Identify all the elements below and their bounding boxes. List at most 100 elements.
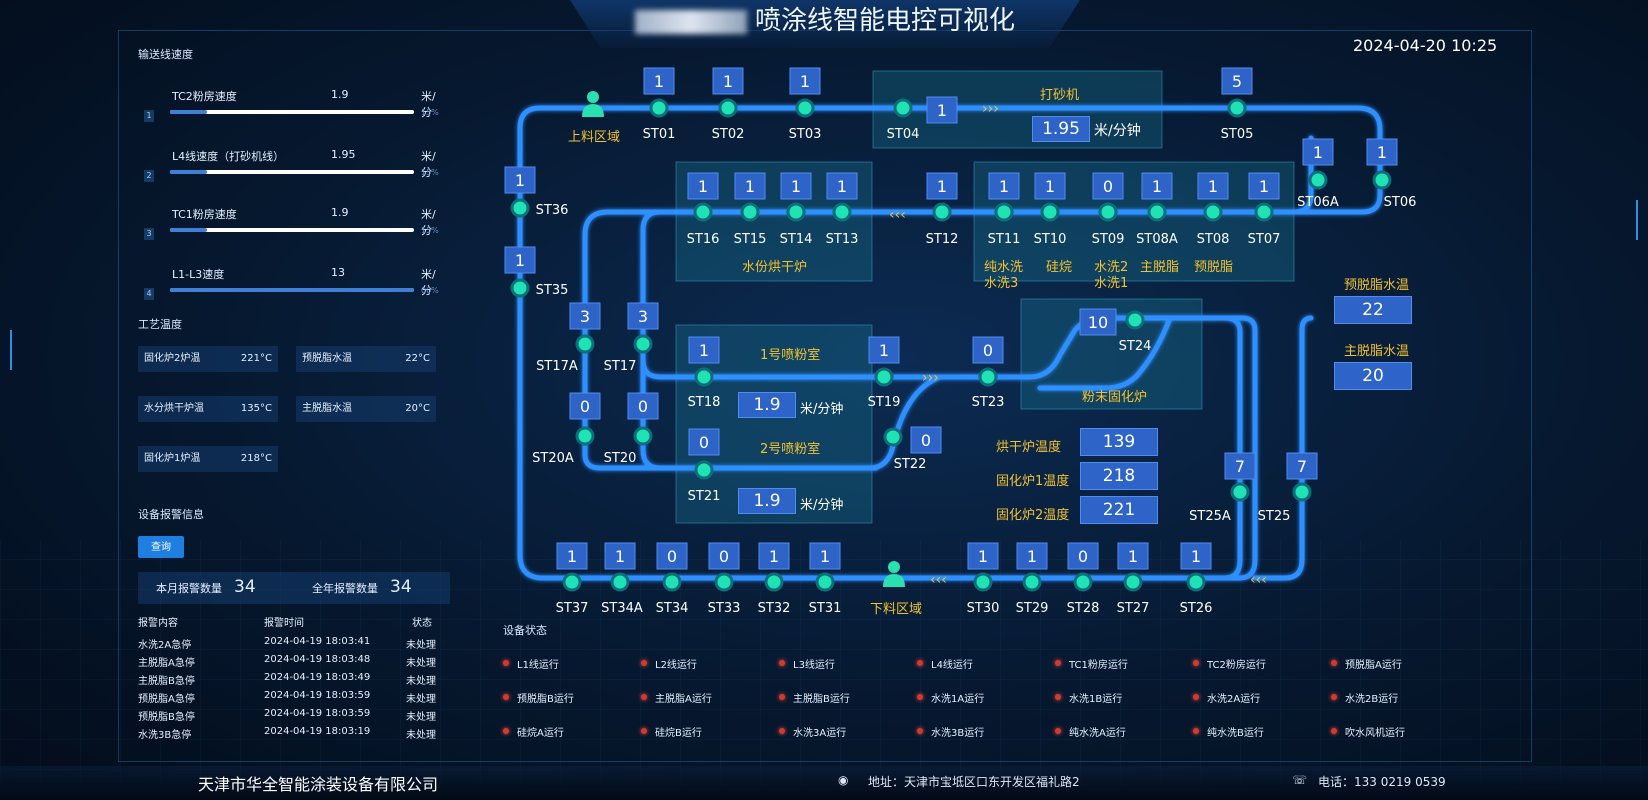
station-node [1040, 202, 1060, 222]
status-label: L2线运行 [655, 660, 697, 671]
query-button[interactable]: 查询 [138, 536, 184, 558]
track-inner-right [640, 209, 1365, 391]
station-label: ST32 [758, 601, 791, 616]
alarm-content: 水洗3B急停 [138, 730, 192, 741]
station-count-box [569, 392, 601, 420]
station-label: ST35 [536, 283, 569, 298]
speed-value: 1.9 [331, 206, 349, 219]
station-count-box [627, 392, 659, 420]
station-node [978, 367, 998, 387]
status-dot [503, 728, 509, 734]
temp-name: 水分烘干炉温 [144, 403, 204, 414]
station-count: 0 [699, 433, 709, 452]
readout-value: 139 [1080, 428, 1158, 456]
readout-label: 烘干炉温度 [996, 440, 1062, 455]
station-count-box [809, 542, 841, 570]
station-node [1022, 572, 1042, 592]
location-icon: ◉ [838, 773, 849, 787]
status-label: 预脱脂B运行 [517, 694, 574, 705]
powder1-label: 1号喷粉室 [760, 348, 821, 363]
station-count: 1 [615, 547, 625, 566]
station-label: ST18 [688, 395, 721, 410]
status-label: L4线运行 [931, 660, 973, 671]
station-count-box [1067, 542, 1099, 570]
station-count-box [687, 172, 719, 200]
station-label: ST25A [1189, 509, 1231, 524]
station-count: 1 [1152, 177, 1162, 196]
station-label: ST34A [601, 601, 643, 616]
station-label: ST11 [988, 232, 1021, 247]
temp-name: 固化炉2炉温 [144, 353, 201, 364]
station-count-box [1224, 452, 1256, 480]
station-node [562, 572, 582, 592]
status-dot [1055, 728, 1061, 734]
speed-index: 3 [144, 228, 154, 240]
station-count: 1 [1191, 547, 1201, 566]
station-count: 1 [879, 341, 889, 360]
station-count-box [712, 67, 744, 95]
status-dot [1331, 728, 1337, 734]
station-count-box [967, 542, 999, 570]
speed-track [170, 228, 414, 232]
phone-text: 电话：133 0219 0539 [1318, 775, 1446, 789]
station-count-box [1286, 452, 1318, 480]
status-dot [503, 660, 509, 666]
station-count: 1 [937, 101, 947, 120]
status-label: 主脱脂B运行 [793, 694, 850, 705]
station-node [1147, 202, 1167, 222]
speed-unit: 米/分 [421, 150, 436, 179]
footer-bar [0, 766, 1648, 800]
zone-label-silane: 硅烷 [1046, 260, 1073, 275]
station-count: 7 [1235, 457, 1245, 476]
station-count-box [1197, 172, 1229, 200]
station-count: 1 [745, 177, 755, 196]
speed-track [170, 170, 414, 174]
